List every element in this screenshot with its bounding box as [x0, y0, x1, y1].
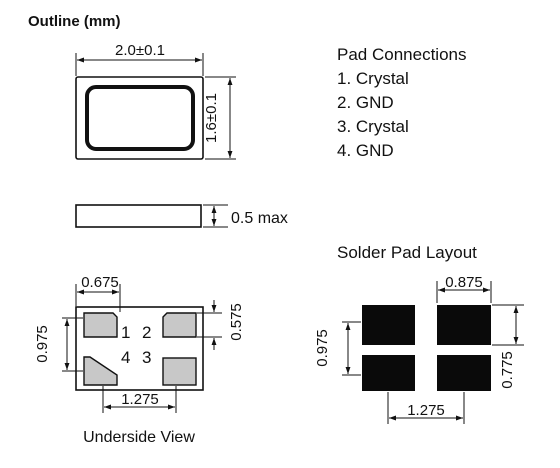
outline-top-view: 2.0±0.1 1.6±0.1 [75, 42, 236, 160]
solder-pitch-h-label: 1.275 [407, 402, 445, 419]
pad-number-4: 4 [121, 348, 130, 367]
solder-pad-height-label: 0.775 [499, 351, 516, 389]
pad-number-3: 3 [142, 348, 151, 367]
underside-pad-2 [162, 312, 197, 338]
pad-connections-heading: Pad Connections [337, 45, 466, 64]
package-lid [85, 85, 195, 151]
underside-pitch-v-label: 0.975 [34, 325, 51, 363]
solder-pad-layout: Solder Pad Layout 0.875 0.975 0.775 1.27… [314, 243, 524, 424]
underside-view-caption: Underside View [83, 429, 195, 446]
outline-title: Outline (mm) [28, 13, 121, 30]
solder-pad-bottom-left [362, 355, 415, 391]
thickness-dimension-label: 0.5 max [231, 210, 288, 227]
solder-pad-top-right [437, 305, 491, 345]
pad-connection-3: 3. Crystal [337, 117, 409, 136]
pad-connection-1: 1. Crystal [337, 69, 409, 88]
underside-pad-3 [162, 357, 197, 386]
height-dimension-label: 1.6±0.1 [203, 93, 220, 143]
solder-pitch-v-label: 0.975 [314, 329, 331, 367]
solder-pad-layout-heading: Solder Pad Layout [337, 243, 477, 262]
solder-pad-width-label: 0.875 [445, 274, 483, 291]
underside-pad-4 [83, 356, 118, 386]
underside-view: 1 2 4 3 0.675 0.975 0.575 1.275 Undersid… [34, 274, 245, 446]
underside-pad-width-label: 0.675 [81, 274, 119, 291]
solder-pad-top-left [362, 305, 415, 345]
underside-pitch-h-label: 1.275 [121, 391, 159, 408]
underside-pad-height-label: 0.575 [228, 303, 245, 341]
pad-connection-2: 2. GND [337, 93, 394, 112]
pad-connections: Pad Connections 1. Crystal 2. GND 3. Cry… [337, 45, 466, 160]
pad-connection-4: 4. GND [337, 141, 394, 160]
package-side [75, 204, 202, 228]
width-dimension-label: 2.0±0.1 [115, 42, 165, 59]
pad-number-2: 2 [142, 323, 151, 342]
pad-number-1: 1 [121, 323, 130, 342]
underside-pad-1 [83, 312, 118, 338]
outline-side-view: 0.5 max [75, 204, 288, 228]
solder-pad-bottom-right [437, 355, 491, 391]
